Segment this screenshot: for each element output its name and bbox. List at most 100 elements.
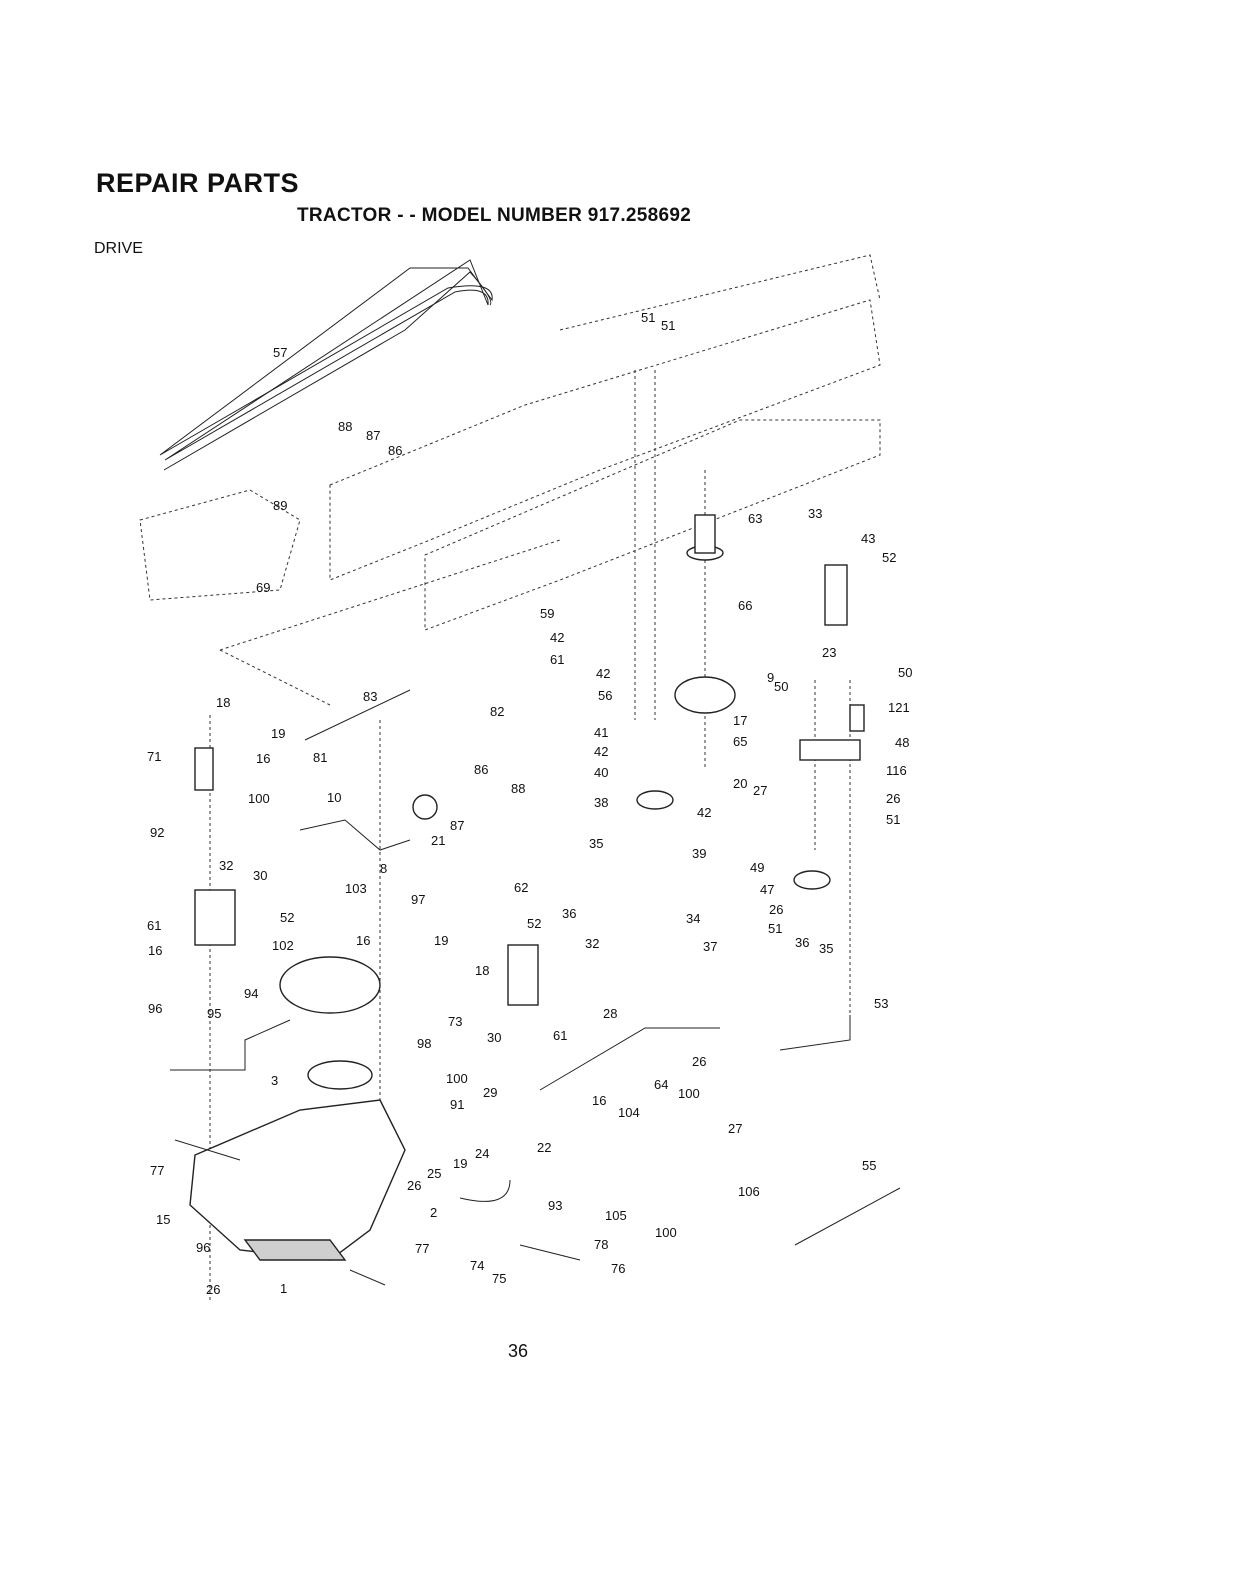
callout: 86 <box>474 762 488 777</box>
callout: 87 <box>450 818 464 833</box>
page-number: 36 <box>508 1341 529 1361</box>
callout: 49 <box>750 860 764 875</box>
callout: 71 <box>147 749 161 764</box>
page-title: REPAIR PARTS <box>96 168 300 198</box>
callout: 21 <box>431 833 445 848</box>
callout: 30 <box>253 868 267 883</box>
callout: 26 <box>206 1282 220 1297</box>
callout: 121 <box>888 700 910 715</box>
callout: 106 <box>738 1184 760 1199</box>
callout: 87 <box>366 428 380 443</box>
callout: 20 <box>733 776 747 791</box>
callout: 89 <box>273 498 287 513</box>
callout: 61 <box>147 918 161 933</box>
callout: 98 <box>417 1036 431 1051</box>
callout: 48 <box>895 735 909 750</box>
callout: 43 <box>861 531 875 546</box>
callout: 73 <box>448 1014 462 1029</box>
callout: 27 <box>753 783 767 798</box>
callout: 105 <box>605 1208 627 1223</box>
callout: 32 <box>219 858 233 873</box>
callout: 36 <box>562 906 576 921</box>
callout: 62 <box>514 880 528 895</box>
callout: 27 <box>728 1121 742 1136</box>
callout: 96 <box>148 1001 162 1016</box>
callout: 38 <box>594 795 608 810</box>
callout: 100 <box>446 1071 468 1086</box>
callout: 92 <box>150 825 164 840</box>
callout: 19 <box>271 726 285 741</box>
callout: 51 <box>886 812 900 827</box>
callout: 78 <box>594 1237 608 1252</box>
callout: 51 <box>641 310 655 325</box>
misc-parts <box>170 564 901 1261</box>
callout: 100 <box>678 1086 700 1101</box>
section-label: DRIVE <box>94 240 143 257</box>
callout: 16 <box>148 943 162 958</box>
callout: 33 <box>808 506 822 521</box>
callout: 47 <box>760 882 774 897</box>
callout: 26 <box>692 1054 706 1069</box>
callout: 59 <box>540 606 554 621</box>
callout: 95 <box>207 1006 221 1021</box>
pulleys <box>279 514 831 1090</box>
callout: 51 <box>661 318 675 333</box>
callout: 81 <box>313 750 327 765</box>
callout-labels: 51 51 57 88 87 86 89 63 33 43 52 66 23 6… <box>147 310 912 1297</box>
callout: 28 <box>603 1006 617 1021</box>
callout: 74 <box>470 1258 484 1273</box>
callout: 104 <box>618 1105 640 1120</box>
callout: 77 <box>415 1241 429 1256</box>
callout: 75 <box>492 1271 506 1286</box>
model-subtitle: TRACTOR - - MODEL NUMBER 917.258692 <box>297 205 692 226</box>
callout: 37 <box>703 939 717 954</box>
callout: 42 <box>594 744 608 759</box>
callout: 88 <box>511 781 525 796</box>
callout: 69 <box>256 580 270 595</box>
callout: 42 <box>697 805 711 820</box>
transaxle <box>174 1099 406 1286</box>
callout: 17 <box>733 713 747 728</box>
callout: 102 <box>272 938 294 953</box>
callout: 2 <box>430 1205 437 1220</box>
callout: 77 <box>150 1163 164 1178</box>
callout: 3 <box>271 1073 278 1088</box>
callout: 86 <box>388 443 402 458</box>
callout: 64 <box>654 1077 668 1092</box>
callout: 41 <box>594 725 608 740</box>
callout: 18 <box>475 963 489 978</box>
callout: 25 <box>427 1166 441 1181</box>
callout: 55 <box>862 1158 876 1173</box>
callout: 9 <box>767 670 774 685</box>
callout: 22 <box>537 1140 551 1155</box>
callout: 76 <box>611 1261 625 1276</box>
callout: 42 <box>550 630 564 645</box>
callout: 26 <box>407 1178 421 1193</box>
callout: 94 <box>244 986 258 1001</box>
callout: 88 <box>338 419 352 434</box>
callout: 61 <box>553 1028 567 1043</box>
callout: 35 <box>819 941 833 956</box>
drive-belt <box>159 259 493 471</box>
callout: 42 <box>596 666 610 681</box>
callout: 51 <box>768 921 782 936</box>
callout: 63 <box>748 511 762 526</box>
callout: 24 <box>475 1146 489 1161</box>
callout: 100 <box>248 791 270 806</box>
callout: 65 <box>733 734 747 749</box>
callout: 57 <box>273 345 287 360</box>
callout: 61 <box>550 652 564 667</box>
callout: 82 <box>490 704 504 719</box>
callout: 36 <box>795 935 809 950</box>
callout: 100 <box>655 1225 677 1240</box>
frame-outline <box>139 254 881 706</box>
callout: 18 <box>216 695 230 710</box>
callout: 52 <box>280 910 294 925</box>
callout: 34 <box>686 911 700 926</box>
callout: 93 <box>548 1198 562 1213</box>
callout: 53 <box>874 996 888 1011</box>
callout: 23 <box>822 645 836 660</box>
callout: 16 <box>356 933 370 948</box>
callout: 8 <box>380 861 387 876</box>
